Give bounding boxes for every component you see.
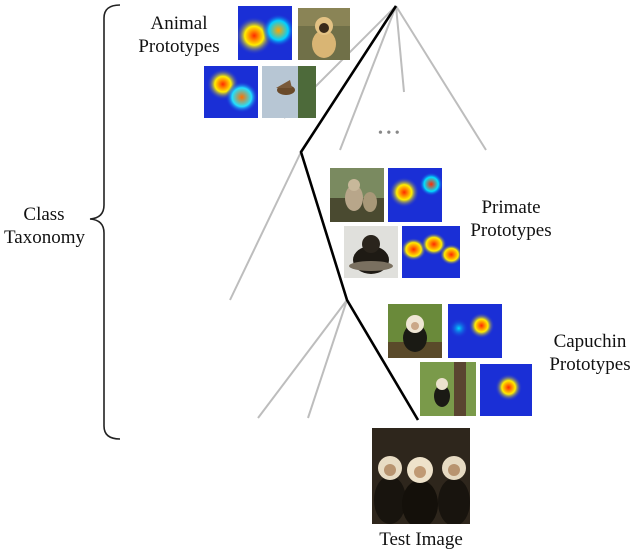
animal-photo-bird	[262, 66, 316, 118]
bird-photo	[262, 66, 316, 118]
capuchin-photo-2	[420, 362, 476, 416]
test-image	[372, 428, 470, 524]
primate-label-line2: Prototypes	[470, 220, 552, 241]
capuchin-prototypes-label: Capuchin Prototypes	[540, 330, 640, 376]
capuchin-label-line2: Prototypes	[549, 354, 631, 375]
monkey-photo	[330, 168, 384, 222]
taxonomy-path-highlight	[299, 5, 420, 421]
primate-prototypes-label: Primate Prototypes	[462, 196, 560, 242]
primate-label-line1: Primate	[481, 197, 541, 218]
animal-label-line1: Animal	[150, 13, 208, 34]
heatmap-image	[480, 364, 532, 416]
more-branches-ellipsis: • • •	[378, 126, 400, 141]
heatmap-image	[402, 226, 460, 278]
capuchin-heatmap-1	[448, 304, 502, 358]
class-taxonomy-line1: Class	[23, 204, 65, 225]
heatmap-image	[204, 66, 258, 118]
capuchin-photo-1	[388, 304, 442, 358]
class-taxonomy-label: Class Taxonomy	[4, 203, 85, 249]
animal-prototypes-label: Animal Prototypes	[130, 12, 228, 58]
animal-photo-gibbon	[298, 8, 350, 60]
primate-heatmap-2	[402, 226, 460, 278]
heatmap-image	[238, 6, 292, 60]
primate-photo-1	[330, 168, 384, 222]
primate-photo-2	[344, 226, 398, 278]
capuchin-photo	[372, 428, 470, 524]
taxonomy-brace	[89, 4, 121, 440]
animal-label-line2: Prototypes	[138, 36, 220, 57]
capuchin-label-line1: Capuchin	[553, 331, 627, 352]
capuchin-photo	[420, 362, 476, 416]
test-image-label: Test Image	[379, 529, 463, 550]
heatmap-image	[448, 304, 502, 358]
capuchin-heatmap-2	[480, 364, 532, 416]
monkey-photo	[344, 226, 398, 278]
animal-heatmap-1	[238, 6, 292, 60]
heatmap-image	[388, 168, 442, 222]
animal-heatmap-2	[204, 66, 258, 118]
capuchin-photo	[388, 304, 442, 358]
class-taxonomy-line2: Taxonomy	[4, 227, 85, 248]
primate-heatmap-1	[388, 168, 442, 222]
gibbon-photo	[298, 8, 350, 60]
